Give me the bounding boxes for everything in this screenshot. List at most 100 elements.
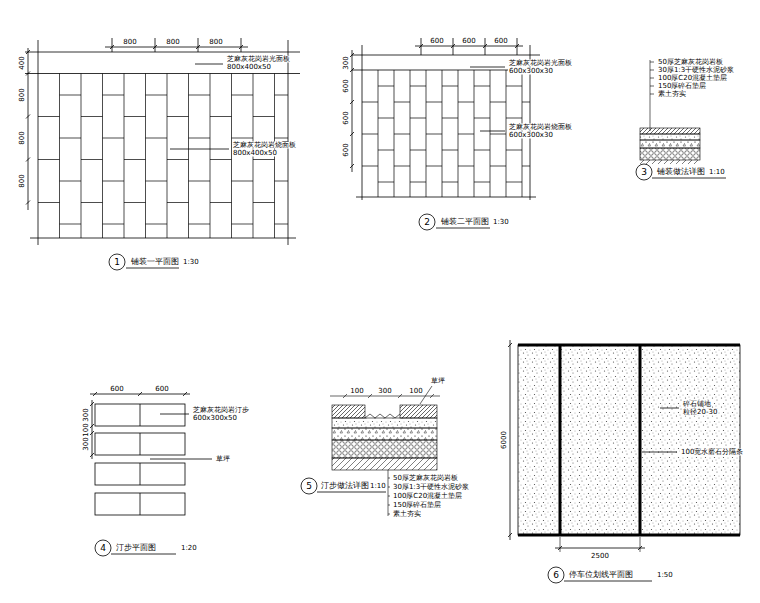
drawing-stroke — [330, 396, 440, 397]
brick-joint — [506, 182, 522, 183]
scale-text: 1:30 — [182, 259, 200, 266]
drawing-stroke — [640, 134, 700, 140]
drawing-stroke — [332, 440, 437, 458]
brick-joint — [81, 74, 82, 239]
drawing-stroke — [25, 52, 300, 53]
drawing-stroke — [241, 38, 242, 52]
material-note: 草坪 — [430, 378, 446, 385]
brick-joint — [410, 70, 411, 197]
dimension-text: 800 — [208, 39, 223, 46]
dimension-text: 300 — [83, 407, 90, 422]
drawing-stroke — [332, 458, 437, 470]
brick-joint — [210, 74, 211, 239]
dimension-text: 6000 — [501, 430, 508, 450]
drawing-stroke — [140, 493, 141, 515]
drawing-stroke — [518, 534, 740, 537]
scale-text: 1:20 — [180, 545, 198, 552]
brick-joint — [103, 224, 125, 225]
material-note: 芝麻灰花岗岩烧面板 — [232, 142, 297, 149]
brick-joint — [210, 159, 232, 160]
material-note: 600x300x50 — [192, 415, 238, 422]
drawing-stroke — [95, 463, 185, 485]
drawing-title: 铺装做法详图 — [656, 168, 706, 176]
dimension-text: 2500 — [590, 553, 610, 560]
brick-joint — [81, 116, 103, 117]
brick-joint — [426, 70, 427, 197]
drawing-stroke — [419, 44, 519, 48]
brick-joint — [38, 202, 60, 203]
drawing-stroke — [640, 148, 700, 160]
drawing-stroke — [518, 345, 740, 535]
brick-joint — [124, 159, 146, 160]
drawing-stroke — [415, 46, 523, 47]
brick-joint — [103, 95, 125, 96]
brick-joint — [275, 138, 289, 139]
dimension-text: 300 — [83, 436, 90, 451]
drawing-stroke — [652, 178, 726, 179]
brick-joint — [146, 138, 168, 139]
drawing-stroke — [636, 164, 652, 180]
brick-joint — [81, 159, 103, 160]
brick-joint — [506, 70, 507, 197]
drawing-stroke — [126, 268, 179, 269]
dimension-text: 800 — [19, 173, 26, 188]
brick-joint — [210, 202, 232, 203]
scale-text: 1:30 — [492, 219, 510, 226]
brick-joint — [442, 70, 443, 197]
drawing-stroke — [317, 492, 386, 493]
brick-joint — [103, 138, 125, 139]
brick-joint — [253, 116, 275, 117]
brick-joint — [522, 102, 530, 103]
drawing-stroke — [639, 345, 642, 535]
dimension-text: 600 — [461, 38, 476, 45]
material-note: 600x300x30 — [508, 132, 554, 139]
brick-joint — [410, 150, 426, 151]
drawing-stroke — [555, 548, 645, 549]
dimension-text: 800 — [165, 39, 180, 46]
drawing-stroke — [140, 463, 141, 485]
drawing-stroke — [112, 38, 113, 52]
brick-joint — [410, 118, 426, 119]
drawing-stroke — [95, 540, 111, 556]
drawing-stroke — [388, 478, 390, 514]
brick-joint — [167, 159, 189, 160]
brick-joint — [506, 118, 522, 119]
drawing-stroke — [25, 73, 300, 74]
drawing-stroke — [350, 53, 354, 168]
layer-note: 100厚C20混凝土垫层 — [392, 493, 463, 500]
drawing-stroke — [400, 405, 437, 418]
material-note: 600x300x30 — [508, 68, 554, 75]
drawing-title: 铺装二平面图 — [440, 218, 490, 226]
material-note: 芝麻灰花岗岩汀步 — [192, 407, 250, 414]
brick-joint — [124, 202, 146, 203]
brick-joint — [426, 134, 442, 135]
drawing-stroke — [560, 537, 561, 552]
brick-joint — [232, 181, 254, 182]
drawing-title: 汀步平面图 — [115, 544, 157, 552]
layer-note: 150厚碎石垫层 — [657, 83, 707, 90]
dimension-text: 600 — [343, 110, 350, 125]
brick-joint — [378, 150, 394, 151]
drawing-stroke — [111, 554, 176, 555]
drawing-stroke — [650, 62, 654, 94]
dimension-text: 800 — [19, 87, 26, 102]
material-note: 800x400x50 — [226, 64, 272, 71]
brick-joint — [253, 202, 275, 203]
drawing-stroke — [93, 392, 187, 396]
drawing-stroke — [650, 60, 651, 131]
drawing-stroke — [26, 50, 30, 205]
drawing-stroke — [28, 48, 29, 210]
drawing-stroke — [436, 228, 490, 229]
callout-number: 1 — [113, 258, 121, 267]
drawing-stroke — [150, 459, 212, 460]
brick-joint — [232, 95, 254, 96]
drawing-stroke — [343, 394, 434, 398]
drawing-stroke — [356, 197, 536, 198]
layer-note: 150厚碎石垫层 — [392, 502, 442, 509]
brick-joint — [522, 166, 530, 167]
dimension-text: 600 — [343, 78, 350, 93]
callout-number: 3 — [640, 168, 648, 177]
drawing-title: 停车位划线平面图 — [568, 571, 634, 579]
brick-joint — [426, 166, 442, 167]
